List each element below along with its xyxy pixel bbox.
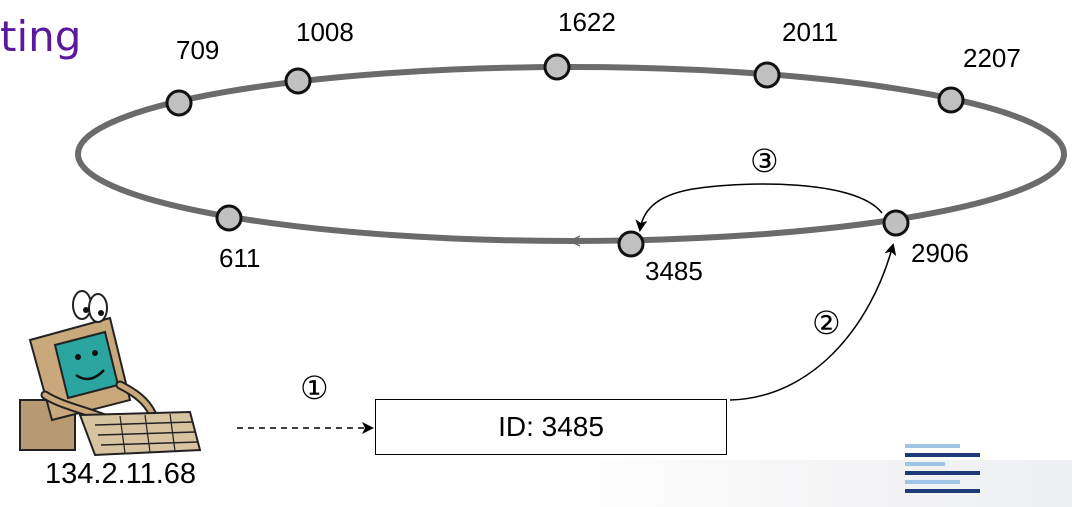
ring-node-1008 <box>284 67 312 95</box>
ring-node-2207 <box>937 86 965 114</box>
lookup-request-box: ID: 3485 <box>375 399 727 455</box>
ring-node-1622 <box>543 53 571 81</box>
step3-arrow <box>635 183 883 232</box>
node-label-1622: 1622 <box>558 7 616 37</box>
ring-node-3485 <box>617 230 645 258</box>
client-ip-label: 134.2.11.68 <box>45 458 197 490</box>
ring-node-709 <box>165 89 193 117</box>
ring-node-611 <box>215 204 243 232</box>
node-label-611: 611 <box>219 243 260 273</box>
node-label-2207: 2207 <box>963 43 1021 73</box>
step2-arrow <box>729 243 897 401</box>
footer-band <box>565 460 1072 507</box>
node-label-3485: 3485 <box>645 256 703 286</box>
step-marker-1: ① <box>300 370 329 406</box>
slide-title-fragment: ting <box>0 12 82 61</box>
ring-node-2906 <box>882 209 910 237</box>
node-label-709: 709 <box>176 35 219 65</box>
node-label-2906: 2906 <box>911 238 969 268</box>
step-marker-2: ② <box>812 305 841 341</box>
institution-logo-icon <box>905 444 980 493</box>
computer-user-icon <box>19 290 202 457</box>
lookup-request-id: ID: 3485 <box>498 411 604 442</box>
step-marker-3: ③ <box>750 143 779 179</box>
node-label-2011: 2011 <box>782 17 838 47</box>
node-label-1008: 1008 <box>296 17 354 47</box>
ring-node-2011 <box>753 61 781 89</box>
